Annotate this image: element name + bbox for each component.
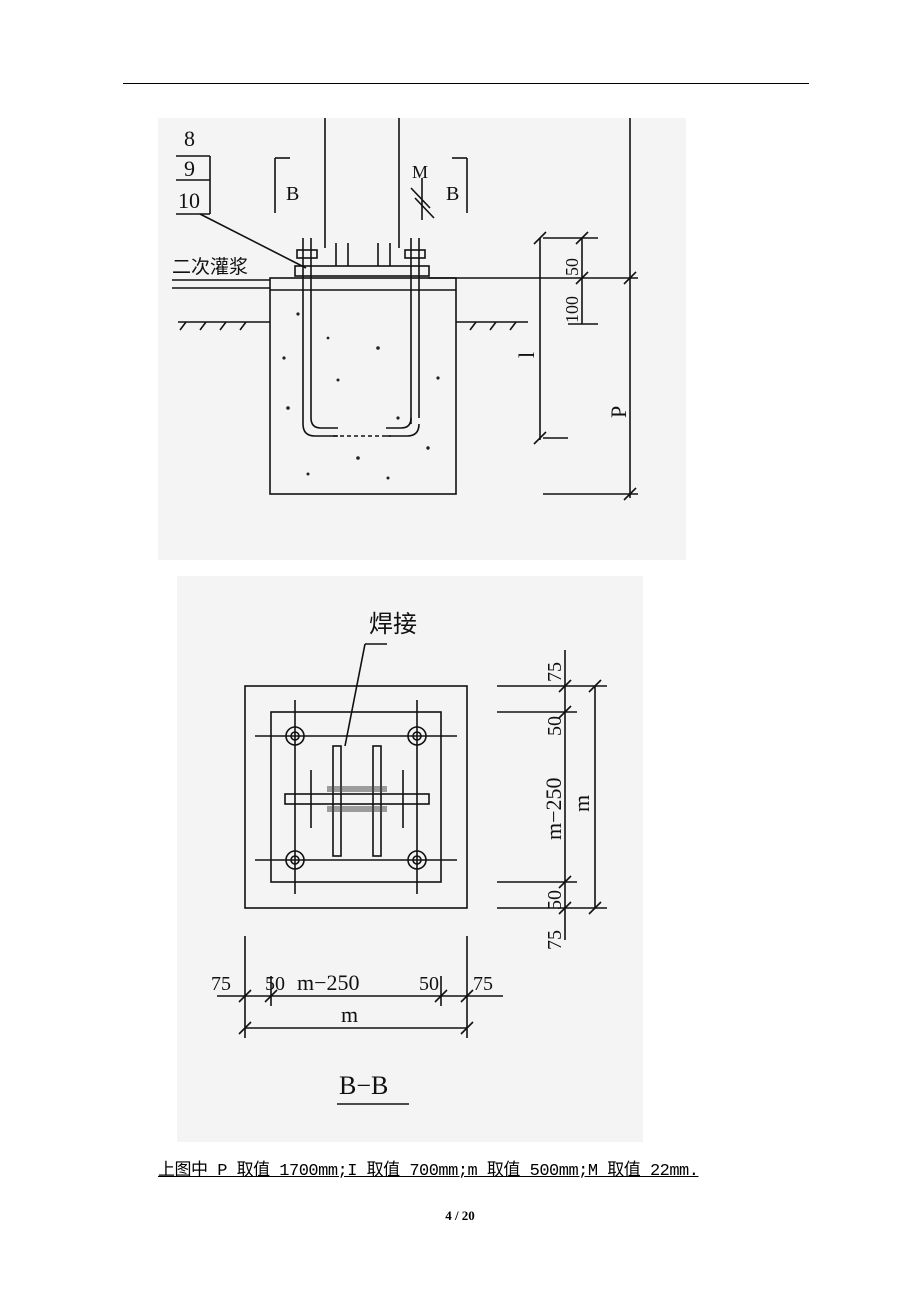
- dim-right-m: m: [569, 795, 594, 812]
- dim-bottom-50-left: 50: [265, 973, 285, 995]
- section-title: B−B: [339, 1071, 388, 1100]
- dim-bottom-75-left: 75: [211, 973, 231, 995]
- page-number: 4 / 20: [445, 1208, 475, 1223]
- grout-label: 二次灌浆: [172, 256, 248, 278]
- dim-bottom-50-right: 50: [419, 973, 439, 995]
- dim-p: P: [606, 406, 631, 418]
- figure-caption: 上图中 P 取值 1700mm;I 取值 700mm;m 取值 500mm;M …: [158, 1162, 699, 1181]
- callout-9: 9: [184, 156, 195, 181]
- dim-right-75-bottom: 75: [544, 930, 566, 950]
- dim-bottom-m: m: [341, 1002, 358, 1027]
- foundation-elevation-drawing: 8 9 10 B M B 二次灌浆 100 50 l P: [158, 118, 686, 560]
- dim-bottom-75-right: 75: [473, 973, 493, 995]
- section-mark-left: B: [286, 183, 299, 205]
- dim-bottom-mid: m−250: [297, 970, 360, 995]
- dim-100: 100: [562, 296, 582, 323]
- dim-l: l: [514, 352, 539, 358]
- dim-50: 50: [562, 258, 582, 276]
- bolt-mark: M: [412, 162, 428, 182]
- dim-right-50-bottom: 50: [544, 890, 566, 910]
- section-mark-right: B: [446, 183, 459, 205]
- dim-right-75-top: 75: [544, 662, 566, 682]
- callout-8: 8: [184, 126, 195, 151]
- weld-label: 焊接: [369, 611, 417, 638]
- dim-right-mid: m−250: [541, 777, 566, 840]
- callout-10: 10: [178, 188, 200, 213]
- dim-right-50-top: 50: [544, 716, 566, 736]
- header-rule: [123, 83, 809, 84]
- section-bb-plan-drawing: 焊接 75 50 m−250 m 50 75 75 50 m−250 50 75…: [177, 576, 643, 1142]
